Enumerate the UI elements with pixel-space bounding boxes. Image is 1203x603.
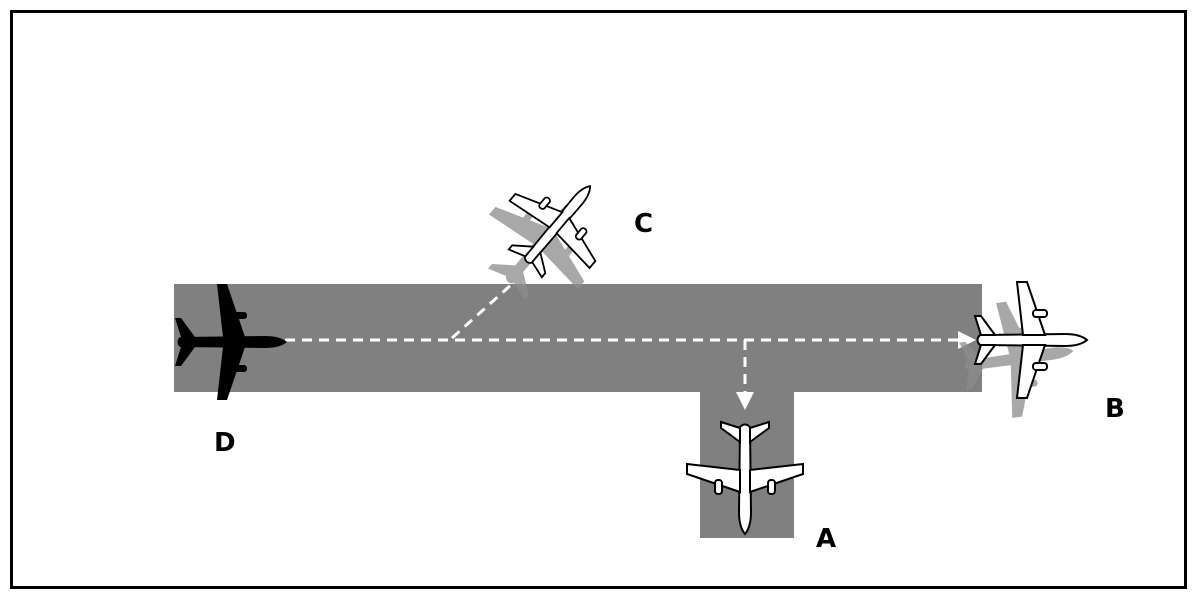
label-a: A <box>816 524 837 554</box>
airplane-icon <box>974 281 1088 399</box>
label-b: B <box>1105 394 1125 424</box>
label-d: D <box>214 428 236 458</box>
arrowhead-down <box>736 392 754 410</box>
label-c: C <box>634 209 654 239</box>
dashed-arrow <box>285 273 958 392</box>
runway-main <box>174 284 982 392</box>
